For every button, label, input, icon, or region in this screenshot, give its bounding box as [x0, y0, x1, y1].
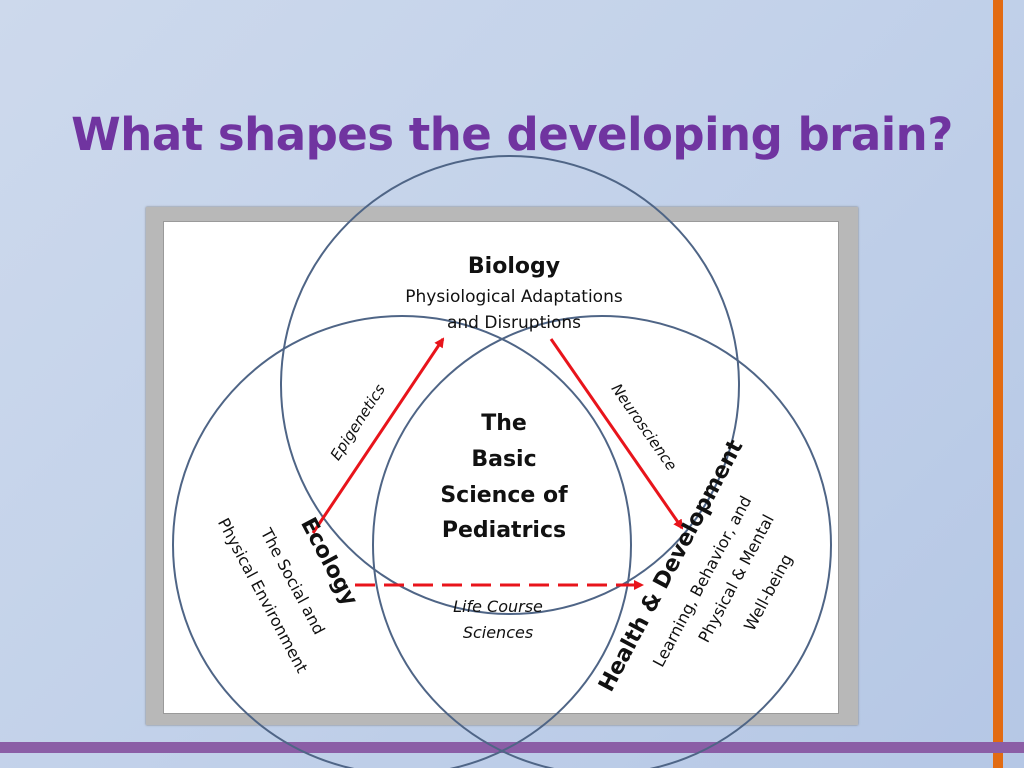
orange-accent-bar	[993, 0, 1003, 768]
purple-accent-bar	[0, 742, 1024, 753]
epigenetics-label: Epigenetics	[327, 381, 389, 464]
life-course-label-line1: Life Course	[453, 597, 543, 616]
epigenetics-arrow	[311, 337, 445, 534]
biology-line1: Physiological Adaptations	[405, 287, 623, 307]
ecology-circle	[172, 315, 632, 768]
center-line4: Pediatrics	[442, 518, 566, 543]
center-line2: Basic	[471, 447, 536, 472]
neuroscience-label: Neuroscience	[608, 380, 681, 474]
health-circle	[372, 315, 832, 768]
biology-line2: and Disruptions	[447, 313, 581, 333]
diagram-canvas	[163, 221, 839, 714]
biology-heading: Biology	[468, 254, 560, 279]
center-line1: The	[481, 411, 527, 436]
center-line3: Science of	[440, 483, 568, 508]
slide-title: What shapes the developing brain?	[71, 108, 953, 161]
life-course-label-line2: Sciences	[463, 623, 533, 642]
neuroscience-arrow	[549, 338, 684, 530]
biology-circle	[280, 155, 740, 615]
